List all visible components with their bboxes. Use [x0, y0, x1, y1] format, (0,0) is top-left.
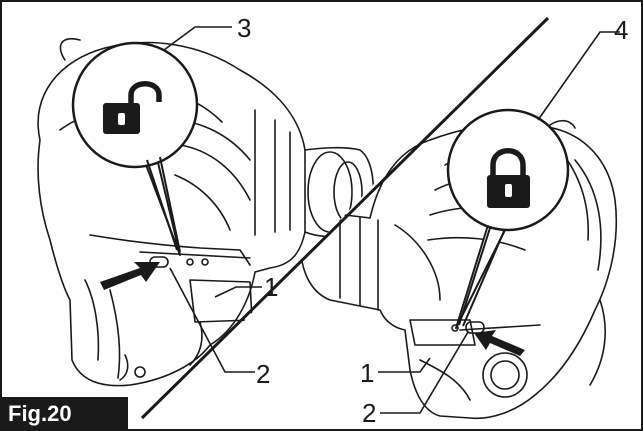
- lock-magnifier: [446, 108, 570, 329]
- callout-right-1: 1: [360, 358, 375, 388]
- leader-left-1: [214, 286, 262, 298]
- locked-padlock-icon: [487, 148, 530, 208]
- push-arrow-right: [474, 330, 525, 356]
- leader-right-1: [378, 357, 431, 373]
- leader-lines: [163, 26, 620, 414]
- callout-right-2: 2: [362, 398, 377, 428]
- leader-right-2: [380, 331, 469, 414]
- callout-left-2: 2: [256, 359, 271, 389]
- callout-3: 3: [237, 13, 252, 43]
- callout-left-1: 1: [264, 272, 279, 302]
- divider-line: [140, 16, 550, 420]
- leader-4: [537, 31, 620, 121]
- leader-left-2: [169, 267, 255, 373]
- unlocked-padlock-icon: [103, 81, 162, 134]
- figure-label: Fig.20: [0, 397, 128, 431]
- unlock-magnifier: [71, 41, 199, 256]
- leader-3: [163, 26, 232, 51]
- push-arrow-left: [100, 262, 160, 290]
- callout-4: 4: [614, 15, 629, 45]
